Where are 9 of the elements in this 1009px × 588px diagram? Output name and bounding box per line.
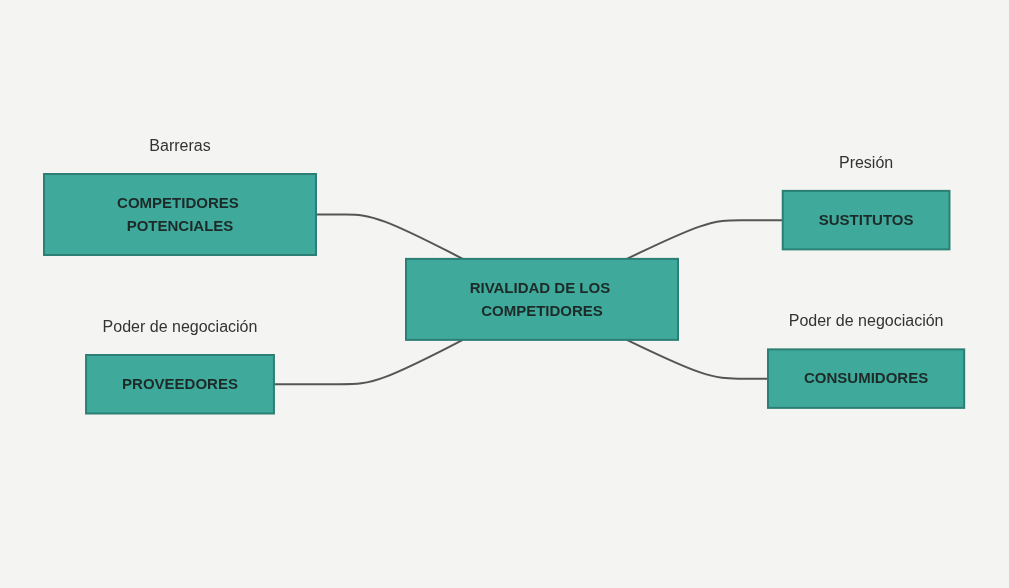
node-label: Barreras	[149, 137, 212, 155]
node-box: RIVALIDAD DE LOS COMPETIDORES	[405, 258, 680, 342]
node-label: Presión	[839, 154, 894, 172]
node-box: CONSUMIDORES	[767, 348, 966, 410]
node-box: SUSTITUTOS	[782, 190, 951, 251]
node-box: PROVEEDORES	[85, 354, 276, 415]
node-label: Poder de negociación	[789, 312, 944, 330]
node-label: Poder de negociación	[103, 318, 258, 336]
node-box: COMPETIDORES POTENCIALES	[43, 173, 318, 257]
